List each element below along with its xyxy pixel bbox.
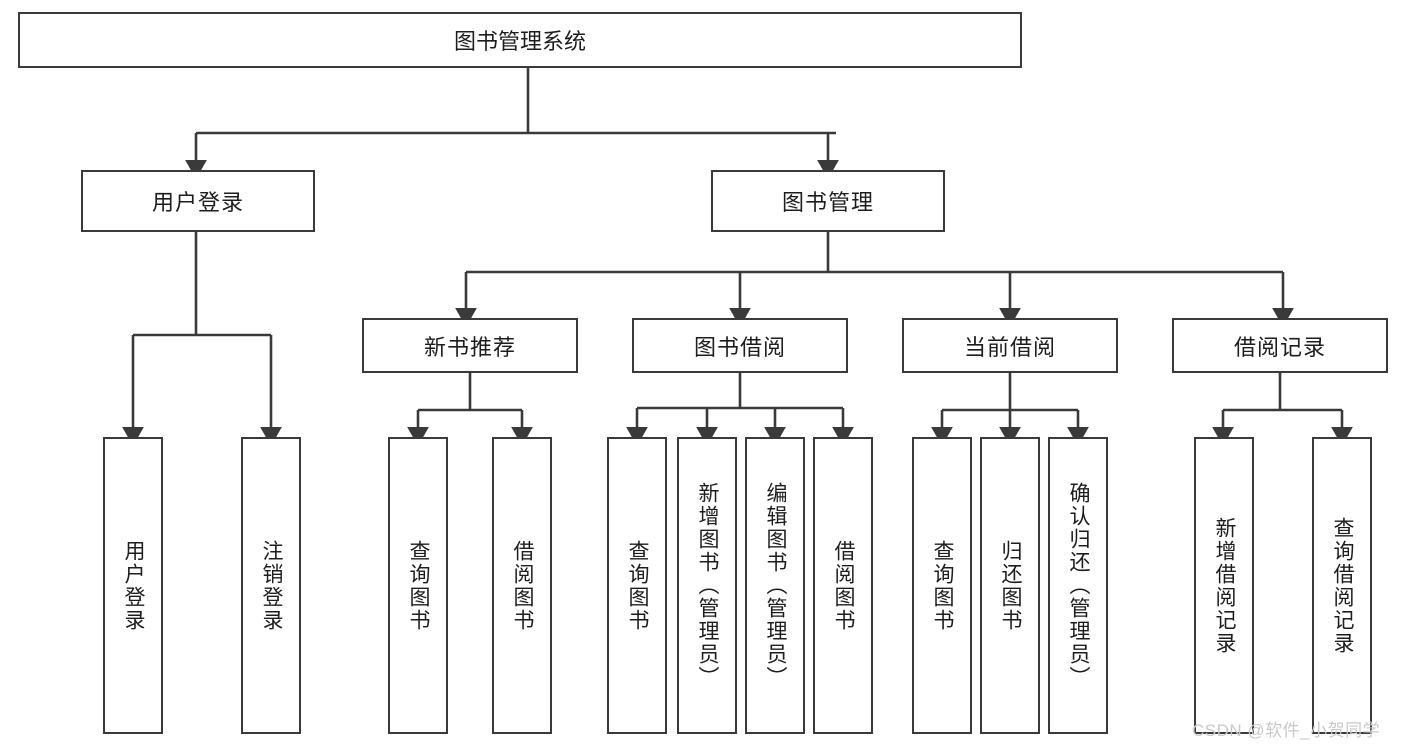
leaf-nb-borrow-book[interactable]: 借阅图书 [492, 437, 552, 734]
leaf-bb-edit-book[interactable]: 编辑图书（管理员） [745, 437, 805, 734]
leaf-cb-return-book-label: 归还图书 [999, 539, 1023, 632]
leaf-br-add-record[interactable]: 新增借阅记录 [1194, 437, 1254, 734]
node-book-borrow[interactable]: 图书借阅 [632, 318, 848, 373]
node-root[interactable]: 图书管理系统 [18, 12, 1022, 68]
node-user-login-label: 用户登录 [151, 190, 244, 215]
node-borrow-record[interactable]: 借阅记录 [1172, 318, 1388, 373]
leaf-bb-add-book-label: 新增图书（管理员） [696, 482, 720, 689]
node-new-book-recommend[interactable]: 新书推荐 [362, 318, 578, 373]
leaf-nb-borrow-book-label: 借阅图书 [511, 539, 535, 632]
leaf-user-login-label: 用户登录 [122, 539, 146, 632]
leaf-logout[interactable]: 注销登录 [241, 437, 301, 734]
leaf-bb-query-book-label: 查询图书 [626, 539, 650, 632]
node-book-management[interactable]: 图书管理 [711, 170, 945, 232]
leaf-br-query-record[interactable]: 查询借阅记录 [1312, 437, 1372, 734]
node-book-borrow-label: 图书借阅 [693, 334, 786, 360]
leaf-bb-edit-book-label: 编辑图书（管理员） [764, 482, 788, 689]
node-current-borrow[interactable]: 当前借阅 [902, 318, 1118, 373]
node-new-book-recommend-label: 新书推荐 [423, 334, 516, 360]
leaf-nb-query-book[interactable]: 查询图书 [388, 437, 448, 734]
leaf-bb-add-book[interactable]: 新增图书（管理员） [677, 437, 737, 734]
leaf-cb-confirm-return-label: 确认归还（管理员） [1067, 482, 1091, 689]
leaf-br-query-record-label: 查询借阅记录 [1331, 516, 1355, 655]
csdn-watermark: CSDN @软件_小贺同学 [1192, 721, 1381, 740]
leaf-nb-query-book-label: 查询图书 [407, 539, 431, 632]
leaf-cb-return-book[interactable]: 归还图书 [980, 437, 1040, 734]
leaf-cb-confirm-return[interactable]: 确认归还（管理员） [1048, 437, 1108, 734]
leaf-bb-borrow-book[interactable]: 借阅图书 [813, 437, 873, 734]
leaf-cb-query-book[interactable]: 查询图书 [912, 437, 972, 734]
leaf-br-add-record-label: 新增借阅记录 [1213, 516, 1237, 655]
node-book-management-label: 图书管理 [781, 190, 874, 215]
node-borrow-record-label: 借阅记录 [1233, 334, 1326, 360]
node-user-login[interactable]: 用户登录 [81, 170, 315, 232]
node-root-label: 图书管理系统 [453, 29, 586, 54]
leaf-bb-borrow-book-label: 借阅图书 [832, 539, 856, 632]
leaf-logout-label: 注销登录 [260, 539, 284, 632]
node-current-borrow-label: 当前借阅 [963, 334, 1056, 360]
leaf-cb-query-book-label: 查询图书 [931, 539, 955, 632]
leaf-user-login[interactable]: 用户登录 [103, 437, 163, 734]
leaf-bb-query-book[interactable]: 查询图书 [607, 437, 667, 734]
